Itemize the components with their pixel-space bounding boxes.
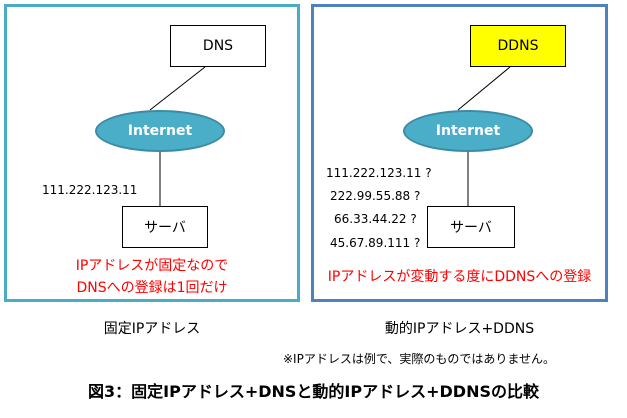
right-ddns-internet-line	[457, 66, 511, 111]
dynamic-ip-address-4: 45.67.89.111 ?	[330, 236, 421, 250]
figure-title: 図3：固定IPアドレス+DNSと動的IPアドレス+DDNSの比較	[88, 382, 539, 401]
fixed-ip-note-line1: IPアドレスが固定なので	[75, 258, 229, 274]
server-label-right: サーバ	[450, 220, 492, 236]
dynamic-ip-panel	[311, 4, 608, 302]
server-box-left: サーバ	[122, 206, 208, 248]
dns-server-box: DNS	[170, 25, 266, 67]
internet-ellipse-left: Internet	[95, 110, 225, 152]
fixed-ip-panel	[4, 4, 300, 302]
left-dns-internet-line	[149, 66, 206, 111]
internet-ellipse-right: Internet	[403, 110, 533, 152]
server-label-left: サーバ	[144, 220, 186, 236]
ddns-label: DDNS	[497, 38, 539, 54]
dynamic-ip-note: IPアドレスが変動する度にDDNSへの登録	[327, 269, 592, 285]
fixed-ip-caption: 固定IPアドレス	[103, 321, 201, 337]
footnote: ※IPアドレスは例で、実際のものではありません。	[283, 352, 555, 366]
fixed-ip-note-line2: DNSへの登録は1回だけ	[76, 280, 228, 296]
dynamic-ip-address-2: 222.99.55.88 ?	[330, 189, 421, 203]
dynamic-ip-address-3: 66.33.44.22 ?	[334, 212, 417, 226]
fixed-ip-address: 111.222.123.11	[42, 183, 138, 197]
internet-label-right: Internet	[435, 123, 501, 139]
internet-label-left: Internet	[127, 123, 193, 139]
dynamic-ip-address-1: 111.222.123.11 ?	[326, 166, 432, 180]
dns-label: DNS	[202, 38, 234, 54]
server-box-right: サーバ	[427, 206, 515, 248]
ddns-server-box: DDNS	[470, 25, 566, 67]
dynamic-ip-caption: 動的IPアドレス+DDNS	[384, 321, 535, 337]
